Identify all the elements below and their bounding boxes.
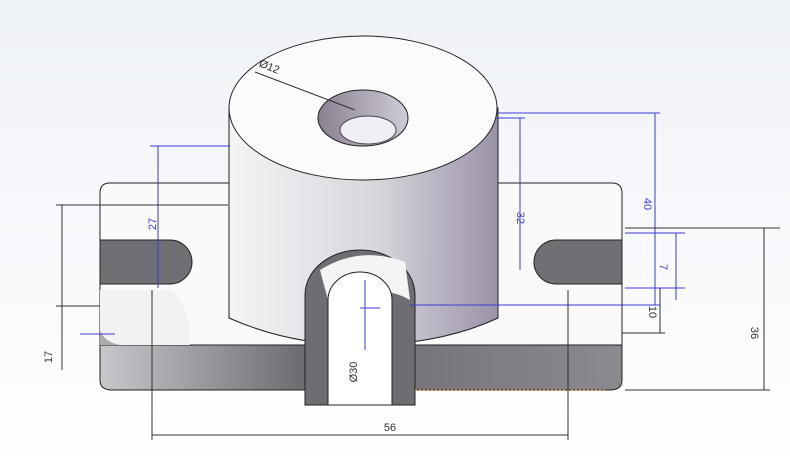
model-dimensions (80, 112, 685, 350)
dim-40[interactable]: 40 (641, 198, 653, 210)
left-slot (99, 239, 193, 285)
dim-56[interactable]: 56 (384, 422, 396, 434)
dim-32[interactable]: 32 (514, 212, 526, 224)
dim-10[interactable]: 10 (646, 306, 658, 318)
dim-36[interactable]: 36 (748, 327, 760, 339)
dim-17[interactable]: 17 (43, 351, 55, 363)
right-slot (533, 239, 623, 285)
dim-slot-diameter[interactable]: Ø30 (348, 362, 360, 383)
cylinder-boss[interactable] (228, 35, 499, 346)
dim-27[interactable]: 27 (147, 218, 159, 230)
dim-7[interactable]: 7 (657, 264, 669, 270)
u-slot[interactable] (304, 249, 416, 406)
reference-dimensions (56, 71, 780, 440)
